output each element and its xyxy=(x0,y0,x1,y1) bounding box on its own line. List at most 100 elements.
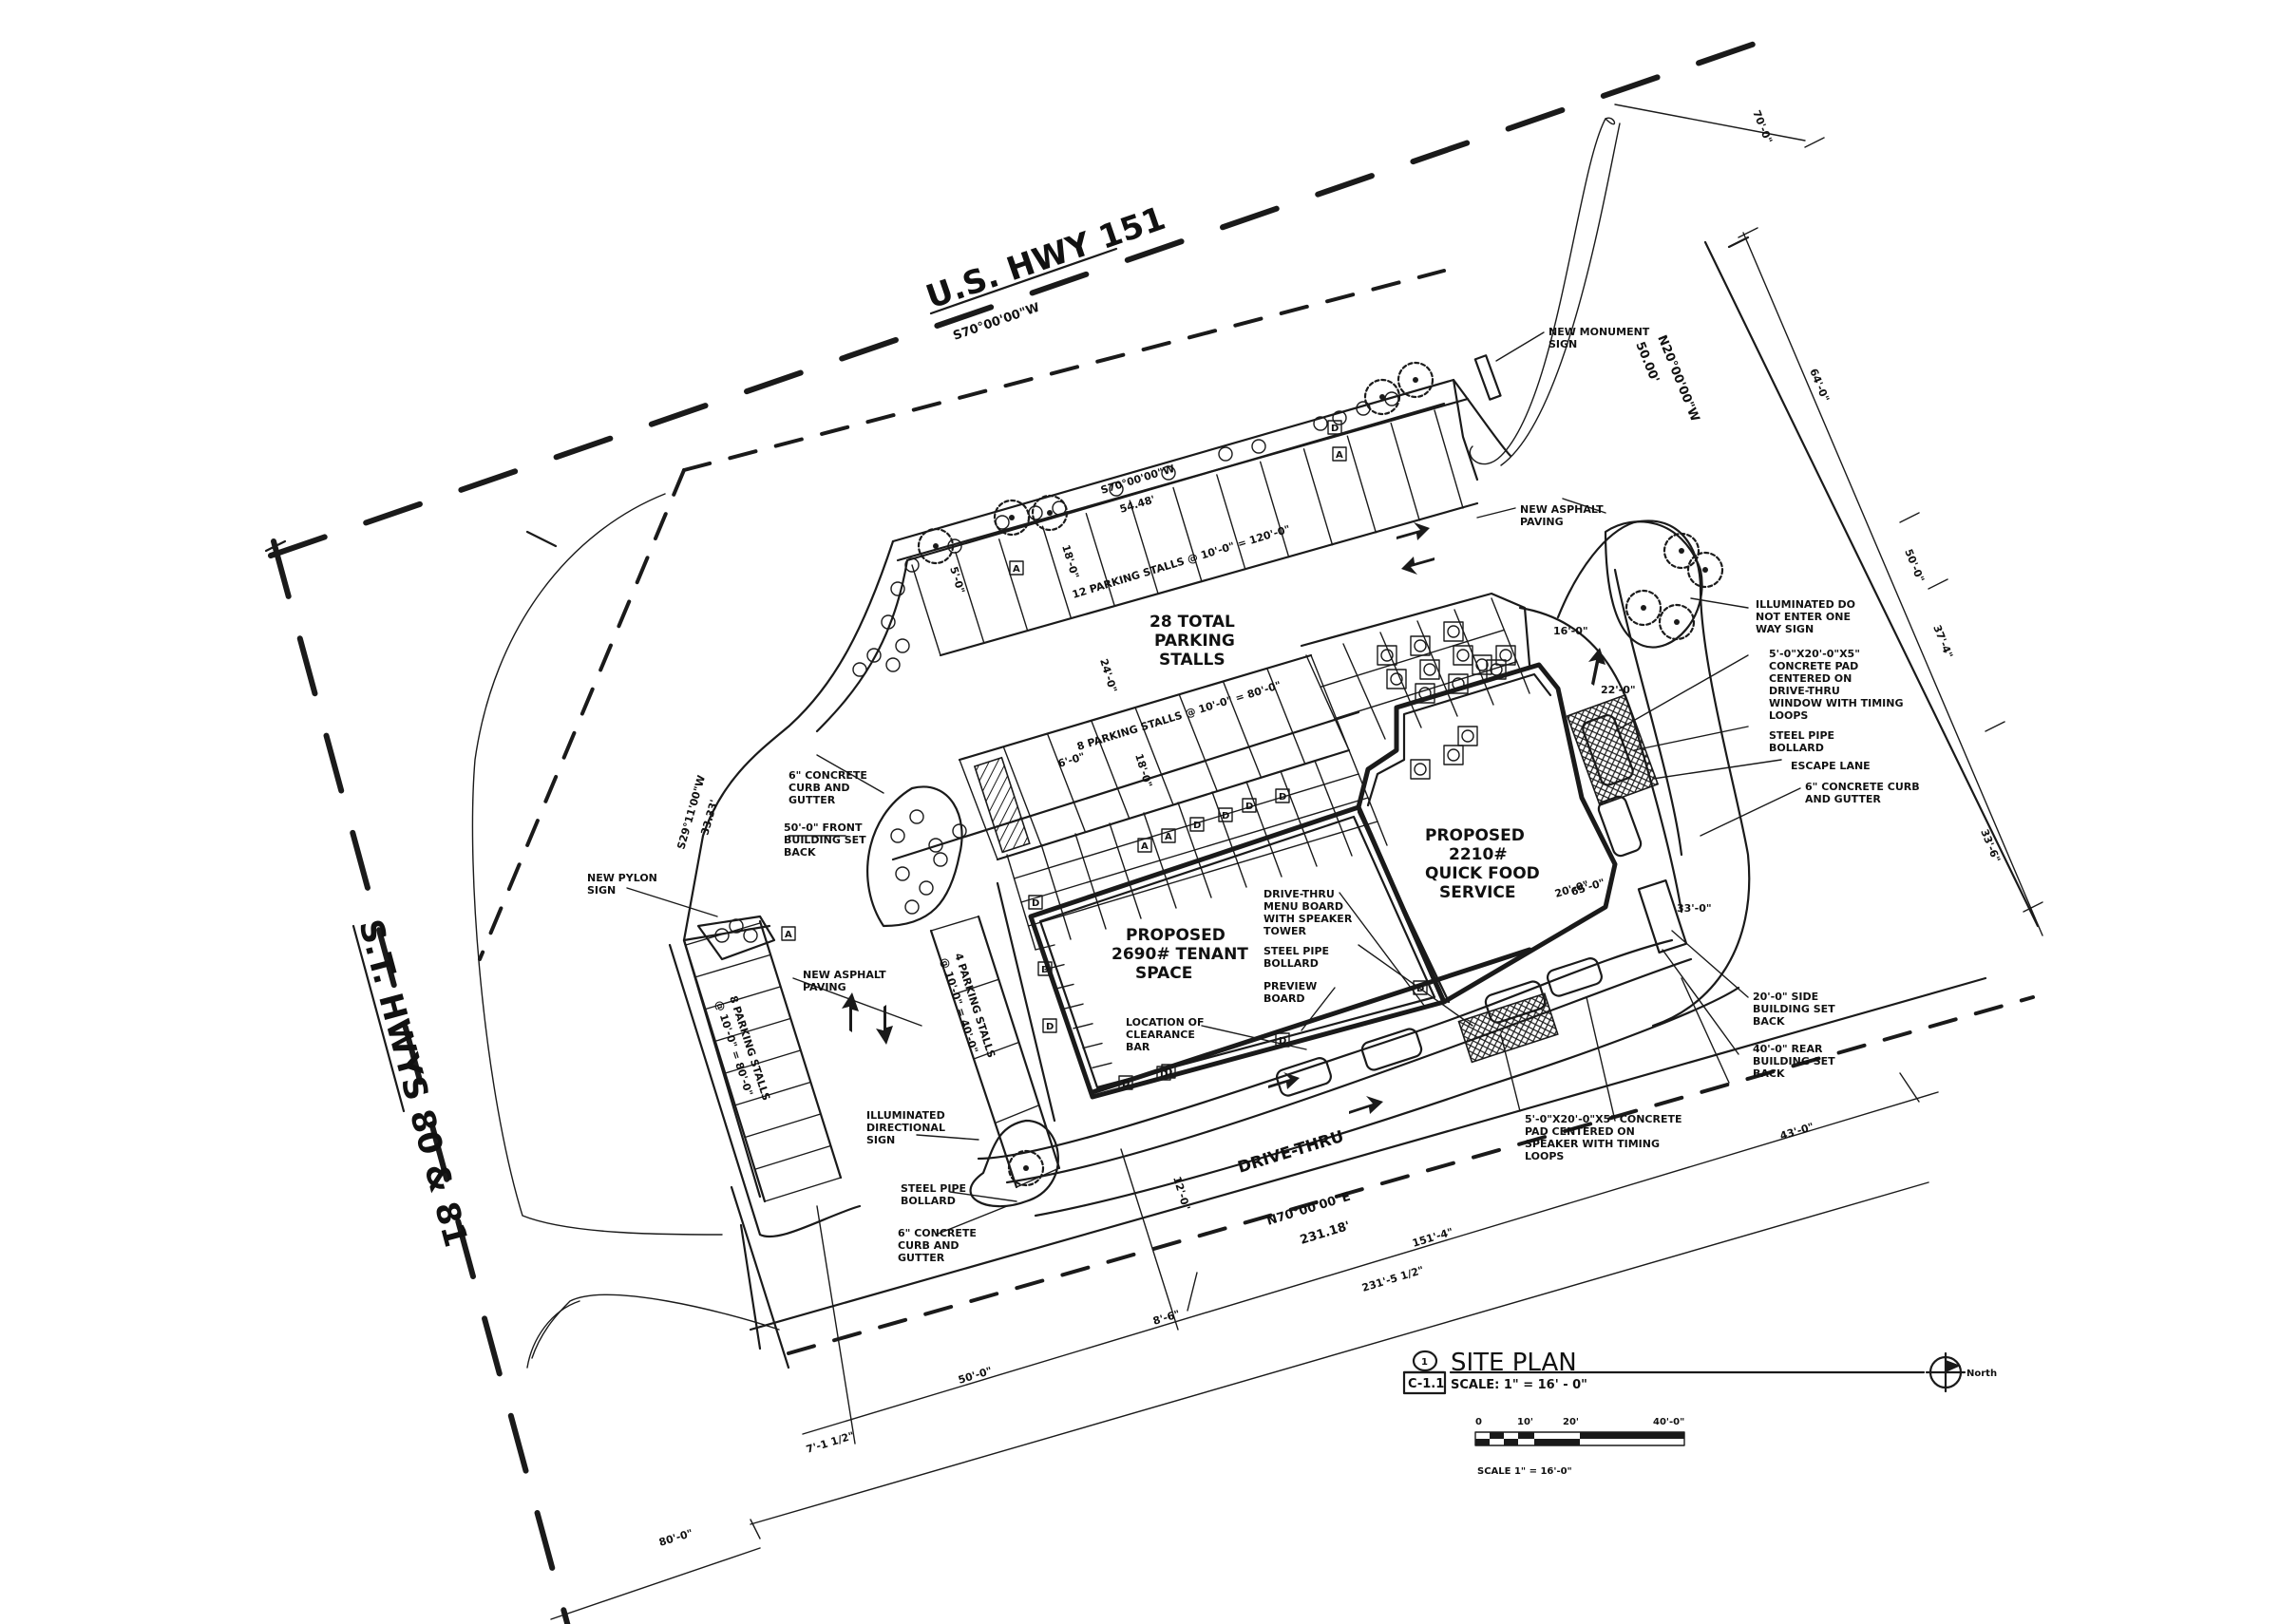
sign-marker-box xyxy=(781,926,796,941)
parking-stall-line xyxy=(1085,512,1116,608)
patio-chair-icon xyxy=(1386,669,1407,689)
tree-trunk-icon xyxy=(1702,567,1708,573)
patio-table-icon xyxy=(1447,625,1460,638)
sign-marker-box xyxy=(1156,1066,1171,1081)
dim-e50: 50'-0" xyxy=(1902,547,1927,584)
sidewalk-joint xyxy=(1320,629,1506,689)
shrub-icon xyxy=(743,928,758,943)
scalebar-segment xyxy=(1490,1432,1504,1439)
parking-stall-line xyxy=(1063,1003,1084,1010)
dim-22: 22'-0" xyxy=(1601,684,1636,696)
sign-marker-box xyxy=(1042,1018,1057,1033)
scalebar-segment xyxy=(1475,1439,1490,1445)
note-monument-2: SIGN xyxy=(1548,338,1577,350)
parking-stall-line xyxy=(685,922,761,946)
scalebar-20: 20' xyxy=(1563,1417,1579,1427)
parking-stall-line xyxy=(1390,422,1420,521)
scalebar-label: SCALE 1" = 16'-0" xyxy=(1477,1466,1572,1477)
note-curb-nw-1: 6" CONCRETE xyxy=(788,769,867,782)
note-illum-dne-2: NOT ENTER ONE xyxy=(1756,611,1851,623)
shrub-icon xyxy=(919,880,934,896)
sign-marker-letter: D xyxy=(1245,802,1253,812)
quick-label-1: PROPOSED xyxy=(1425,826,1525,845)
shrub-icon xyxy=(852,662,867,677)
patio-chair-icon xyxy=(1443,745,1464,765)
car-queue-3 xyxy=(1360,1028,1423,1071)
middle-parking-stalls xyxy=(958,653,1351,861)
patio-chair-icon xyxy=(1457,726,1478,746)
tree-icon xyxy=(1686,551,1724,589)
tree-icon xyxy=(1031,494,1069,532)
drive-thru-elements xyxy=(1275,693,1688,1097)
note-menu-2: MENU BOARD xyxy=(1264,900,1343,913)
note-bollard-c-2: BOLLARD xyxy=(1264,957,1319,970)
sign-marker-box xyxy=(1161,1064,1176,1079)
sidewalk-joint xyxy=(1027,821,1378,927)
dim-s50: 50'-0" xyxy=(957,1365,994,1387)
shrub-icon xyxy=(947,538,962,554)
patio-chair-icon xyxy=(1472,654,1492,675)
note-front-setback-1: 50'-0" FRONT xyxy=(784,821,863,834)
quick-label-3: QUICK FOOD xyxy=(1425,864,1540,883)
scalebar-40: 40'-0" xyxy=(1653,1417,1684,1427)
bearing-west-dist: 33.33' xyxy=(698,799,720,837)
tree-trunk-icon xyxy=(1413,377,1418,383)
tree-icon xyxy=(1363,378,1401,416)
note-menu-1: DRIVE-THRU xyxy=(1264,888,1335,900)
sign-marker-box xyxy=(1009,560,1024,576)
parking-top: 12 PARKING STALLS @ 10'-0" = 120'-0" xyxy=(1071,522,1292,600)
hatched-crosswalk xyxy=(973,756,1031,854)
quick-food-building xyxy=(1356,662,1618,1005)
sign-marker-box xyxy=(1161,828,1176,843)
patio-chair-icon xyxy=(1419,659,1440,680)
note-illum-dne-1: ILLUMINATED DO xyxy=(1756,598,1855,611)
sign-marker-box xyxy=(1218,807,1233,822)
note-menu-3: WITH SPEAKER xyxy=(1264,913,1353,925)
tenant-label-3: SPACE xyxy=(1135,964,1192,983)
patio-table-icon xyxy=(1461,729,1474,743)
dim-s7: 7'-1 1/2" xyxy=(805,1429,856,1456)
note-menu-4: TOWER xyxy=(1264,925,1307,937)
shrub-icon xyxy=(904,557,920,573)
quick-label-4: SERVICE xyxy=(1439,883,1516,902)
note-rear-setback-3: BACK xyxy=(1753,1067,1785,1080)
parking-stall-line xyxy=(1002,746,1042,847)
sign-marker-box xyxy=(1242,798,1257,813)
parking-stall-line xyxy=(1016,1167,1060,1188)
dim-e64: 64'-0" xyxy=(1807,367,1832,404)
parking-stall-line xyxy=(1046,732,1087,833)
sign-marker-letter: D xyxy=(1032,898,1039,909)
parking-stall-line xyxy=(1041,525,1073,619)
parking-stall-line xyxy=(1082,1042,1103,1049)
sign-marker-letter: D xyxy=(1331,424,1339,434)
road-bearing-hwy151: S70°00'00"W xyxy=(951,301,1041,344)
car-queue-2 xyxy=(1484,980,1547,1024)
scalebar-segment xyxy=(1504,1439,1518,1445)
patio-tables xyxy=(1377,621,1516,780)
note-asphalt-ne-1: NEW ASPHALT xyxy=(1520,503,1604,516)
property-lines xyxy=(478,236,2040,1369)
note-clearance-1: LOCATION OF xyxy=(1126,1016,1205,1029)
dim-5: 5'-0" xyxy=(947,565,967,595)
dim-e37: 37'-4" xyxy=(1930,623,1955,660)
tree-trunk-icon xyxy=(1023,1165,1029,1171)
road-centerlines xyxy=(264,40,1760,1624)
road-name-sthwy: S.T. HWYS 80 & 81 xyxy=(351,916,475,1251)
parking-stall-line xyxy=(1434,409,1464,509)
tree-trunk-icon xyxy=(1641,605,1646,611)
parking-total-1: 28 TOTAL xyxy=(1150,613,1235,632)
shrub-icon xyxy=(895,866,910,881)
parking-stall-line xyxy=(994,1105,1040,1124)
parking-stall-line xyxy=(744,1113,822,1139)
note-preview-1: PREVIEW xyxy=(1264,980,1317,992)
sidewalk-joint xyxy=(1013,773,1359,879)
parking-stall-line xyxy=(753,1144,832,1170)
shrub-icon xyxy=(895,638,910,653)
parking-stall-line xyxy=(1302,448,1334,546)
dimension-lines xyxy=(550,104,2043,1620)
parking-stall-line xyxy=(764,1177,842,1202)
tree-icon xyxy=(1658,603,1696,641)
drive-thru-wall xyxy=(1090,947,1532,1095)
dim-s151: 151'-4" xyxy=(1411,1225,1454,1249)
patio-chair-icon xyxy=(1448,673,1469,694)
